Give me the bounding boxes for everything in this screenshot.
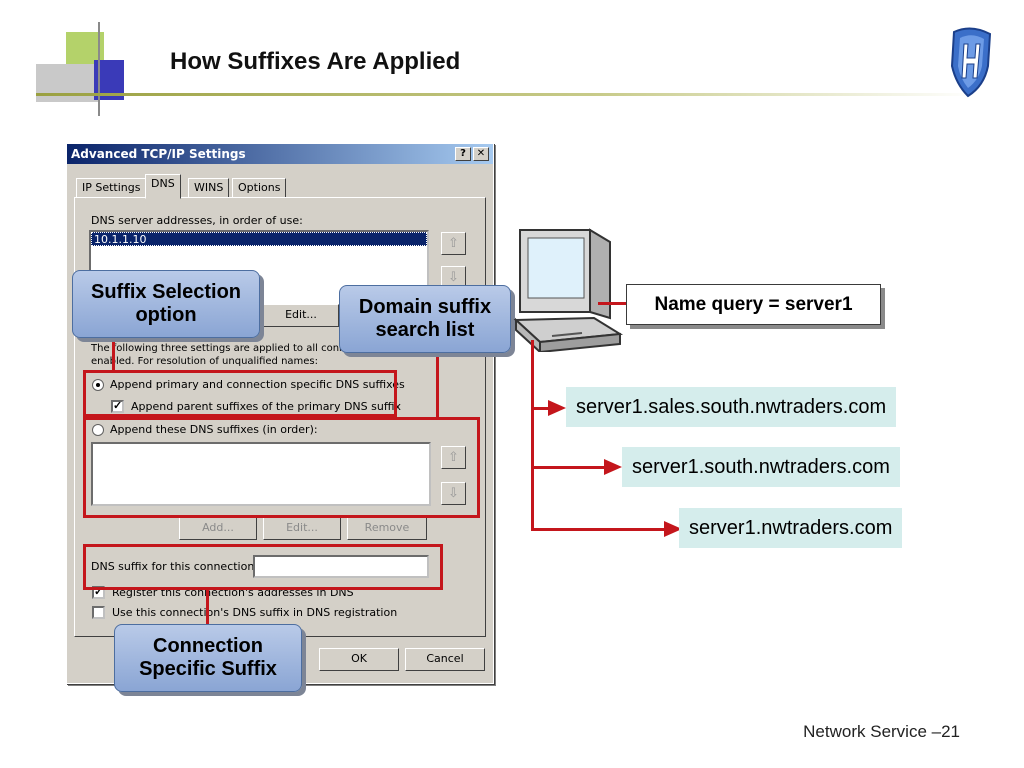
result-arrow-2 <box>604 459 622 475</box>
connector-connection-suffix <box>206 590 209 626</box>
callout-connection-suffix: Connection Specific Suffix <box>114 624 302 692</box>
move-up-button[interactable]: ⇧ <box>441 232 466 255</box>
radio-append-these-label: Append these DNS suffixes (in order): <box>110 423 318 436</box>
help-button[interactable]: ? <box>455 147 471 161</box>
result-arrow-1 <box>548 400 566 416</box>
info-text-line2: enabled. For resolution of unqualified n… <box>91 356 319 367</box>
arrow-down-icon: ⇩ <box>448 485 459 500</box>
suffix-up-button[interactable]: ⇧ <box>441 446 466 469</box>
arrow-down-icon: ⇩ <box>448 269 459 284</box>
dns-server-item[interactable]: 10.1.1.10 <box>91 232 427 246</box>
tab-dns[interactable]: DNS <box>145 174 181 199</box>
close-button[interactable]: ✕ <box>473 147 489 161</box>
result-arrow-3 <box>664 521 682 537</box>
callout-domain-suffix: Domain suffix search list <box>339 285 511 353</box>
edit-server-button[interactable]: Edit... <box>263 304 339 327</box>
tab-ip-settings[interactable]: IP Settings <box>76 178 147 198</box>
result-fqdn-3: server1.nwtraders.com <box>679 508 903 548</box>
highlight-connection-suffix <box>83 544 443 590</box>
suffix-field-label: DNS suffix for this connection: <box>91 560 259 573</box>
logo-shield-icon <box>950 27 992 98</box>
name-query-box: Name query = server1 <box>626 284 881 325</box>
check-append-parent-label: Append parent suffixes of the primary DN… <box>131 400 401 413</box>
computer-icon <box>513 228 624 352</box>
highlight-suffix-list <box>83 417 480 518</box>
remove-suffix-button[interactable]: Remove <box>347 517 427 540</box>
cancel-button[interactable]: Cancel <box>405 648 485 671</box>
result-branch-1 <box>531 407 549 410</box>
suffix-list[interactable] <box>91 442 431 506</box>
radio-append-these[interactable] <box>92 424 104 436</box>
dialog-titlebar[interactable]: Advanced TCP/IP Settings ? ✕ <box>67 144 493 164</box>
dns-servers-label: DNS server addresses, in order of use: <box>91 214 303 227</box>
connection-suffix-input[interactable] <box>253 555 429 578</box>
arrow-up-icon: ⇧ <box>448 449 459 464</box>
suffix-down-button[interactable]: ⇩ <box>441 482 466 505</box>
tab-wins[interactable]: WINS <box>188 178 230 198</box>
slide-footer: Network Service –21 <box>803 722 960 741</box>
header-deco-grey <box>36 64 98 102</box>
arrow-up-icon: ⇧ <box>448 235 459 250</box>
check-use-suffix-label: Use this connection's DNS suffix in DNS … <box>112 606 398 619</box>
check-use-suffix[interactable] <box>92 606 105 619</box>
tab-options[interactable]: Options <box>232 178 287 198</box>
check-append-parent[interactable]: ✓ <box>111 400 124 413</box>
result-branch-2 <box>531 466 611 469</box>
result-fqdn-2: server1.south.nwtraders.com <box>622 447 900 487</box>
radio-append-primary[interactable] <box>92 379 104 391</box>
result-trunk-line <box>531 340 534 531</box>
header-rule <box>36 93 976 96</box>
slide-title: How Suffixes Are Applied <box>170 48 461 75</box>
info-text-line1: The following three settings are applied… <box>91 343 346 354</box>
highlight-primary-suffix <box>83 370 397 417</box>
result-branch-3 <box>531 528 671 531</box>
add-suffix-button[interactable]: Add... <box>179 517 257 540</box>
radio-append-primary-label: Append primary and connection specific D… <box>110 378 405 391</box>
callout-suffix-selection: Suffix Selection option <box>72 270 260 338</box>
header-deco-line <box>98 22 100 116</box>
connector-query <box>598 302 626 305</box>
connector-domain-suffix <box>436 356 439 417</box>
connector-suffix-selection <box>112 336 115 370</box>
ok-button[interactable]: OK <box>319 648 399 671</box>
edit-suffix-button[interactable]: Edit... <box>263 517 341 540</box>
result-fqdn-1: server1.sales.south.nwtraders.com <box>566 387 897 427</box>
dialog-title: Advanced TCP/IP Settings <box>71 147 246 161</box>
